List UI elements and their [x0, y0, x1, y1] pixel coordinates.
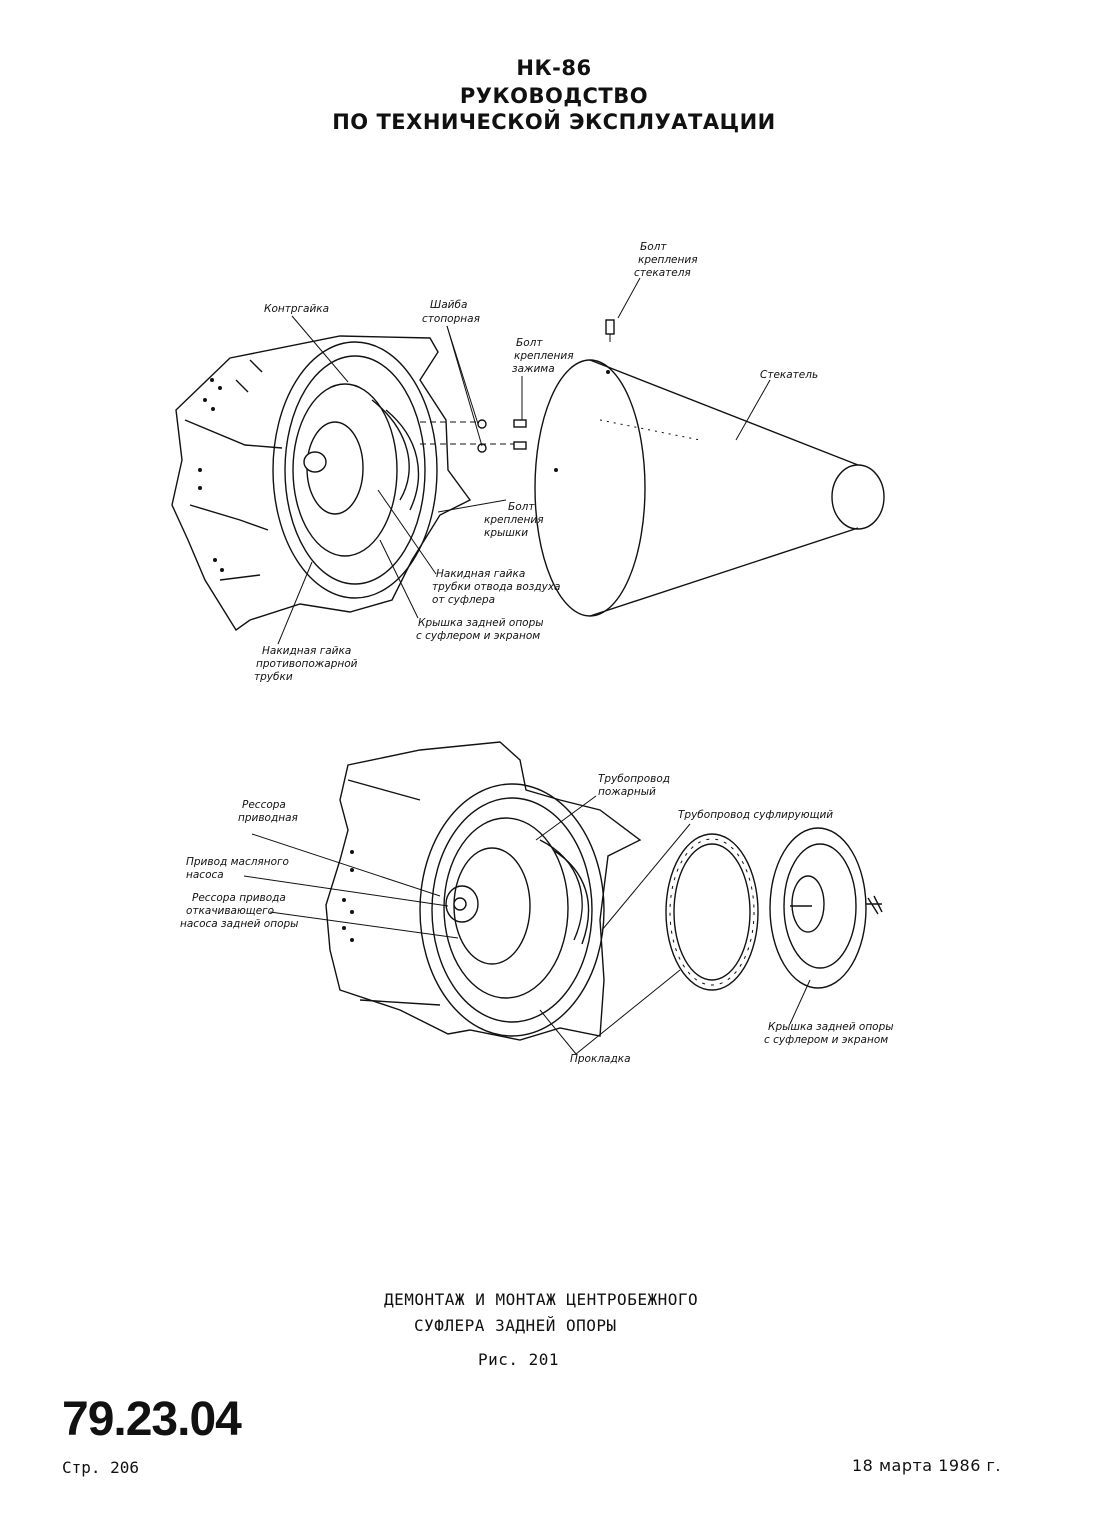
- revision-date: 18 марта 1986 г.: [852, 1456, 1001, 1475]
- caption-line1: ДЕМОНТАЖ И МОНТАЖ ЦЕНТРОБЕЖНОГО: [384, 1290, 699, 1309]
- label-fairing: Стекатель: [760, 369, 818, 381]
- product-name: НК-86: [516, 56, 592, 80]
- figure-number: Рис. 201: [478, 1350, 560, 1369]
- label-gasket: Прокладка: [570, 1053, 631, 1065]
- bottom-leader-lines: [243, 795, 811, 1055]
- label-locknut: Контргайка: [264, 303, 329, 315]
- page-number: Стр. 206: [62, 1458, 140, 1477]
- document-title-line1: РУКОВОДСТВО: [459, 84, 649, 108]
- fairing-cone-drawing: [534, 359, 885, 617]
- document-title-line2: ПО ТЕХНИЧЕСКОЙ ЭКСПЛУАТАЦИИ: [332, 110, 776, 134]
- rear-cover-drawing: [769, 827, 883, 989]
- label-breather-pipe: Трубопровод суфлирующий: [678, 809, 833, 821]
- engine-rear-section-drawing: [171, 335, 472, 632]
- caption-line2: СУФЛЕРА ЗАДНЕЙ ОПОРЫ: [414, 1316, 617, 1335]
- engine-rear-support-drawing: [325, 741, 642, 1041]
- top-leader-lines: [277, 277, 771, 645]
- hardware-bolts-drawing: [420, 319, 615, 453]
- section-number: 79.23.04: [62, 1393, 242, 1446]
- gasket-drawing: [665, 833, 759, 991]
